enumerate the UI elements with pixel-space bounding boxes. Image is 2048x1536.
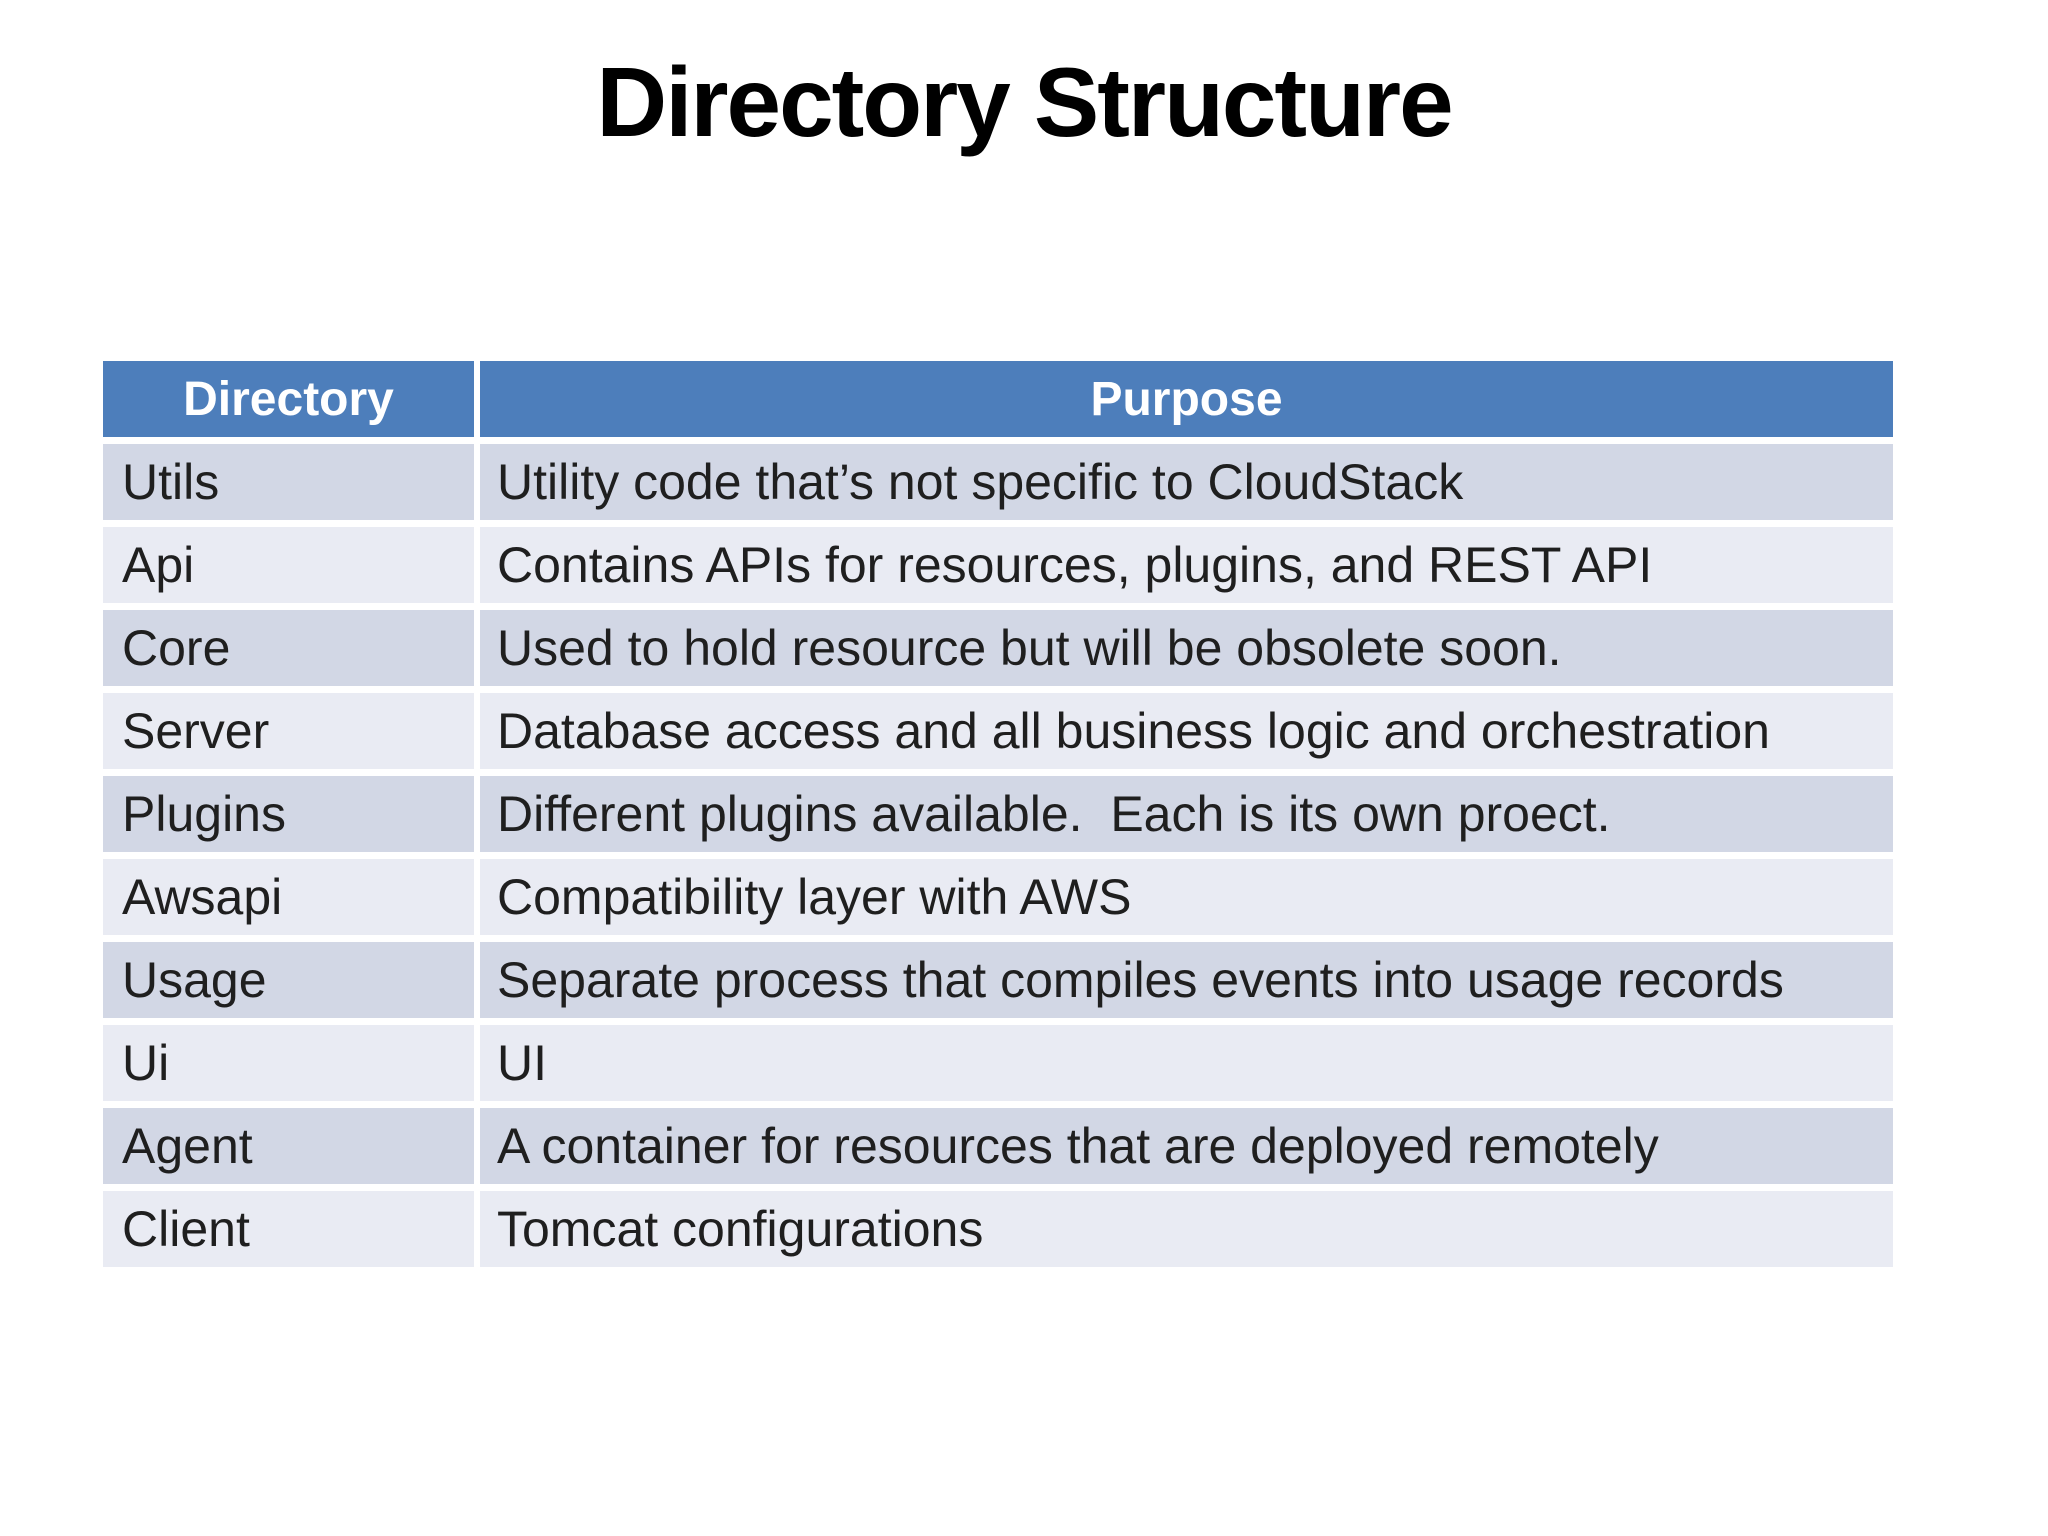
table-cell-directory: Utils: [103, 444, 474, 520]
table-cell-directory: Agent: [103, 1108, 474, 1184]
table-cell-purpose: UI: [480, 1025, 1893, 1101]
directory-table: Directory Purpose Utils Utility code tha…: [103, 361, 1893, 1267]
table-cell-purpose: Separate process that compiles events in…: [480, 942, 1893, 1018]
table-cell-directory: Api: [103, 527, 474, 603]
table-cell-directory: Usage: [103, 942, 474, 1018]
table-cell-directory: Client: [103, 1191, 474, 1267]
table-cell-directory: Awsapi: [103, 859, 474, 935]
table-cell-purpose: Utility code that’s not specific to Clou…: [480, 444, 1893, 520]
table-cell-purpose: Database access and all business logic a…: [480, 693, 1893, 769]
table-cell-purpose: Compatibility layer with AWS: [480, 859, 1893, 935]
table-cell-directory: Ui: [103, 1025, 474, 1101]
table-cell-purpose: Contains APIs for resources, plugins, an…: [480, 527, 1893, 603]
table-cell-directory: Plugins: [103, 776, 474, 852]
table-cell-purpose: Used to hold resource but will be obsole…: [480, 610, 1893, 686]
table-cell-purpose: A container for resources that are deplo…: [480, 1108, 1893, 1184]
column-header-purpose: Purpose: [480, 361, 1893, 437]
column-header-directory: Directory: [103, 361, 474, 437]
table-cell-directory: Server: [103, 693, 474, 769]
table-cell-purpose: Different plugins available. Each is its…: [480, 776, 1893, 852]
table-cell-purpose: Tomcat configurations: [480, 1191, 1893, 1267]
table-cell-directory: Core: [103, 610, 474, 686]
page-title: Directory Structure: [596, 47, 1453, 157]
